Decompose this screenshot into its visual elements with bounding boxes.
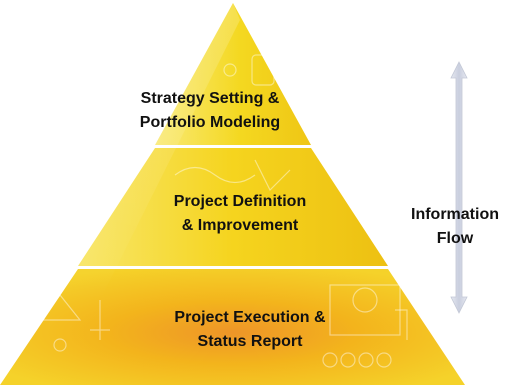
pyramid-highlight (60, 3, 240, 300)
tier-label-line: Project Execution & (174, 309, 326, 326)
flow-label-line: Information (411, 206, 499, 223)
tier-label-line: Status Report (197, 333, 303, 350)
information-flow-label: Information Flow (395, 203, 515, 251)
information-flow-arrow-icon (450, 61, 468, 314)
tier-label-strategy: Strategy Setting & Portfolio Modeling (100, 87, 320, 135)
pyramid-tier-bottom (0, 269, 465, 385)
flow-label-line: Flow (436, 230, 474, 247)
tier-label-execution: Project Execution & Status Report (130, 306, 370, 354)
tier-label-line: Portfolio Modeling (139, 114, 281, 131)
tier-label-line: Project Definition (173, 193, 307, 210)
tier-label-line: Strategy Setting & (140, 90, 280, 107)
tier-label-definition: Project Definition & Improvement (130, 190, 350, 238)
tier-label-line: & Improvement (181, 217, 299, 234)
decorative-sketch (38, 54, 408, 368)
